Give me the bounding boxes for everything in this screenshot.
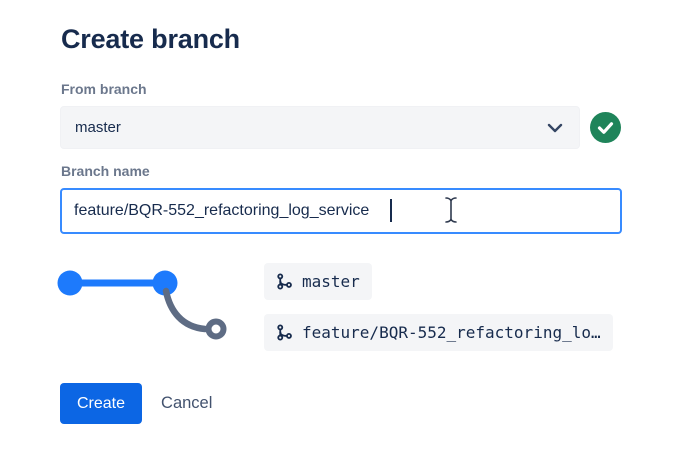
- branch-name-input[interactable]: [60, 188, 622, 234]
- from-branch-label: From branch: [61, 81, 147, 97]
- cancel-button[interactable]: Cancel: [161, 394, 213, 412]
- branch-graph-illustration: [55, 263, 240, 353]
- source-branch-name: master: [302, 272, 360, 291]
- target-branch-tag: feature/BQR-552_refactoring_lo…: [264, 314, 613, 351]
- from-branch-select[interactable]: master: [60, 106, 580, 149]
- chevron-down-icon: [547, 123, 563, 133]
- success-check-icon: [590, 112, 621, 143]
- from-branch-selected-value: master: [75, 119, 121, 136]
- source-branch-tag: master: [264, 263, 372, 300]
- create-button[interactable]: Create: [60, 383, 143, 424]
- branch-name-label: Branch name: [61, 163, 150, 179]
- page-title: Create branch: [61, 24, 240, 54]
- target-branch-name: feature/BQR-552_refactoring_lo…: [302, 323, 601, 342]
- text-cursor-icon: [444, 196, 458, 229]
- dialog-actions: Create Cancel: [60, 383, 212, 424]
- git-branch-icon: [276, 324, 293, 341]
- git-branch-icon: [276, 273, 293, 290]
- text-caret: [390, 199, 392, 222]
